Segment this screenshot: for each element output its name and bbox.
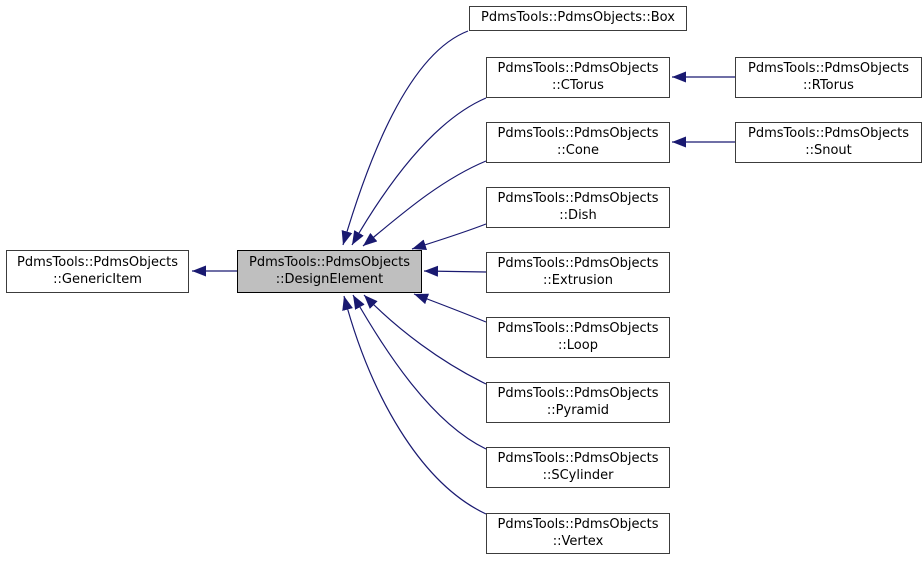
class-node-vertex[interactable]: PdmsTools::PdmsObjects ::Vertex: [486, 513, 670, 554]
class-node-label: ::DesignElement: [275, 271, 384, 287]
class-node-label: PdmsTools::PdmsObjects: [748, 126, 909, 141]
class-node-extrusion[interactable]: PdmsTools::PdmsObjects ::Extrusion: [486, 252, 670, 293]
class-node-label: ::GenericItem: [53, 271, 142, 287]
class-node-cone[interactable]: PdmsTools::PdmsObjects ::Cone: [486, 122, 670, 163]
class-node-label: PdmsTools::PdmsObjects: [497, 386, 659, 401]
class-node-rtorus[interactable]: PdmsTools::PdmsObjects ::RTorus: [735, 57, 922, 98]
class-node-label: ::Pyramid: [546, 402, 610, 418]
class-node-label: PdmsTools::PdmsObjects: [497, 321, 659, 336]
inheritance-edge-scylinder-to-designelement: [352, 294, 487, 450]
class-node-label: ::Vertex: [552, 533, 604, 549]
inheritance-edge-cone-to-designelement: [362, 160, 487, 247]
inheritance-edge-dish-to-designelement: [411, 223, 487, 250]
inheritance-edge-extrusion-to-designelement: [423, 265, 487, 277]
class-node-ctorus[interactable]: PdmsTools::PdmsObjects ::CTorus: [486, 57, 670, 98]
class-node-label: ::SCylinder: [542, 467, 614, 483]
inheritance-edge-loop-to-designelement: [413, 293, 487, 323]
class-node-label: ::RTorus: [803, 77, 854, 93]
class-node-label: PdmsTools::PdmsObjects: [748, 61, 909, 76]
inheritance-edge-vertex-to-designelement: [342, 295, 487, 515]
class-node-label: ::CTorus: [552, 77, 604, 93]
class-node-label: PdmsTools::PdmsObjects: [17, 255, 178, 270]
inheritance-edge-box-to-designelement: [341, 30, 469, 246]
class-node-generic-item[interactable]: PdmsTools::PdmsObjects ::GenericItem: [6, 250, 189, 293]
inheritance-edge-ctorus-to-designelement: [351, 97, 487, 246]
class-node-label: PdmsTools::PdmsObjects: [249, 255, 410, 270]
class-node-label: PdmsTools::PdmsObjects: [497, 517, 659, 532]
class-node-scylinder[interactable]: PdmsTools::PdmsObjects ::SCylinder: [486, 447, 670, 488]
class-node-label: PdmsTools::PdmsObjects::Box: [481, 10, 675, 26]
class-node-label: PdmsTools::PdmsObjects: [497, 256, 659, 271]
class-node-label: ::Loop: [558, 337, 598, 353]
class-node-label: ::Snout: [805, 142, 852, 158]
class-node-dish[interactable]: PdmsTools::PdmsObjects ::Dish: [486, 187, 670, 228]
class-node-label: ::Cone: [556, 142, 600, 158]
class-node-design-element-current: PdmsTools::PdmsObjects ::DesignElement: [237, 250, 422, 293]
class-node-label: PdmsTools::PdmsObjects: [497, 451, 659, 466]
class-node-loop[interactable]: PdmsTools::PdmsObjects ::Loop: [486, 317, 670, 358]
class-node-label: ::Extrusion: [543, 272, 613, 288]
class-node-label: ::Dish: [559, 207, 597, 223]
class-node-snout[interactable]: PdmsTools::PdmsObjects ::Snout: [735, 122, 922, 163]
inheritance-edge-pyramid-to-designelement: [363, 294, 487, 385]
class-node-label: PdmsTools::PdmsObjects: [497, 191, 659, 206]
class-node-label: PdmsTools::PdmsObjects: [497, 126, 659, 141]
class-node-label: PdmsTools::PdmsObjects: [497, 61, 659, 76]
class-node-box[interactable]: PdmsTools::PdmsObjects::Box: [469, 6, 687, 31]
class-node-pyramid[interactable]: PdmsTools::PdmsObjects ::Pyramid: [486, 382, 670, 423]
